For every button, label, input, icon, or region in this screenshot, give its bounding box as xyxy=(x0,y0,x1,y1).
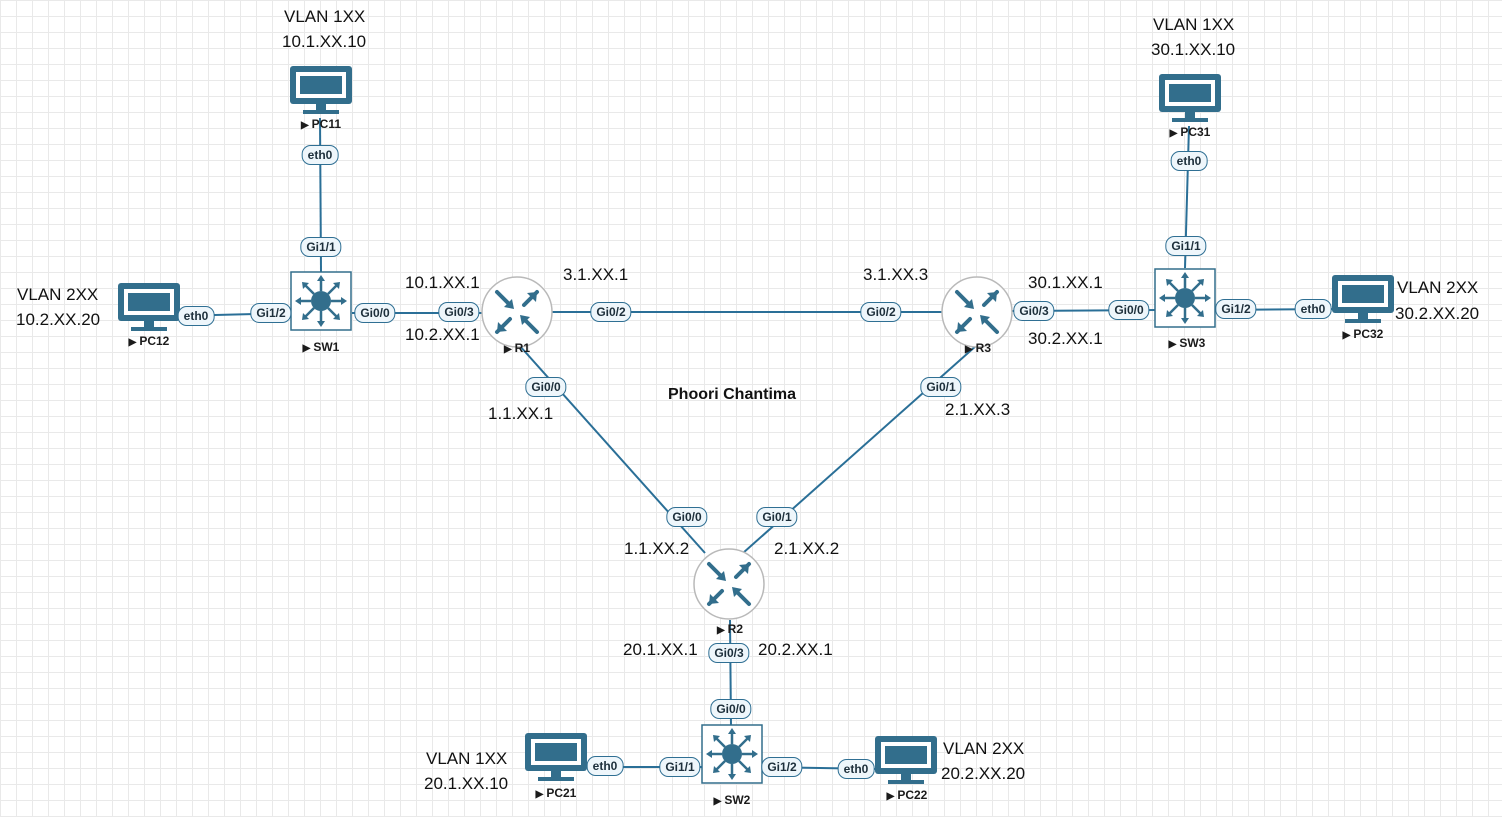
pc12-monitor-icon[interactable] xyxy=(118,283,180,331)
iface-pc22-eth0[interactable]: eth0 xyxy=(837,759,875,779)
switch-sw2[interactable] xyxy=(701,724,763,784)
r2-r3-ip: 2.1.XX.2 xyxy=(774,539,840,558)
r3-sub2-ip: 30.2.XX.1 xyxy=(1028,329,1103,348)
device-name-pc21: PC21 xyxy=(546,786,577,800)
device-name-r3: R3 xyxy=(975,341,992,355)
device-name-r2: R2 xyxy=(727,622,744,636)
iface-pc31-eth0[interactable]: eth0 xyxy=(1170,151,1208,171)
device-label-pc31: ▶PC31 xyxy=(1169,125,1211,139)
device-label-r3: ▶R3 xyxy=(964,341,992,355)
iface-sw2-gi11[interactable]: Gi1/1 xyxy=(659,757,701,777)
pc12-ip-label: 10.2.XX.20 xyxy=(16,310,101,329)
device-label-pc21: ▶PC21 xyxy=(535,786,577,800)
iface-r2-gi00[interactable]: Gi0/0 xyxy=(666,507,708,527)
iface-sw3-gi00[interactable]: Gi0/0 xyxy=(1108,300,1150,320)
device-label-r2: ▶R2 xyxy=(716,622,744,636)
pc21-ip-label: 20.1.XX.10 xyxy=(424,774,509,793)
pc32-ip-label: 30.2.XX.20 xyxy=(1395,304,1480,323)
iface-r2-gi03[interactable]: Gi0/3 xyxy=(708,643,750,663)
iface-sw1-gi00[interactable]: Gi0/0 xyxy=(354,303,396,323)
device-label-pc12: ▶PC12 xyxy=(128,334,170,348)
iface-r3-gi02[interactable]: Gi0/2 xyxy=(860,302,902,322)
device-name-pc22: PC22 xyxy=(897,788,928,802)
switch-sw1[interactable] xyxy=(290,271,352,331)
pc22-monitor-icon[interactable] xyxy=(875,736,937,784)
iface-pc32-eth0[interactable]: eth0 xyxy=(1294,299,1332,319)
r3-sub1-ip: 30.1.XX.1 xyxy=(1028,273,1103,292)
device-label-pc32: ▶PC32 xyxy=(1342,327,1384,341)
iface-pc21-eth0[interactable]: eth0 xyxy=(586,756,624,776)
device-label-pc22: ▶PC22 xyxy=(886,788,928,802)
r1-r2-ip: 1.1.XX.1 xyxy=(488,404,554,423)
pc31-vlan-label: VLAN 1XX xyxy=(1153,15,1235,34)
r3-r1-ip: 3.1.XX.3 xyxy=(863,265,929,284)
device-name-sw3: SW3 xyxy=(1179,336,1206,350)
diagram-title: Phoori Chantima xyxy=(668,386,797,403)
r2-r1-ip: 1.1.XX.2 xyxy=(624,539,690,558)
iface-sw1-gi12[interactable]: Gi1/2 xyxy=(250,303,292,323)
iface-sw3-gi11[interactable]: Gi1/1 xyxy=(1165,236,1207,256)
r1-sub2-ip: 10.2.XX.1 xyxy=(405,325,480,344)
pc12-vlan-label: VLAN 2XX xyxy=(17,285,99,304)
pc31-ip-label: 30.1.XX.10 xyxy=(1151,40,1236,59)
iface-sw1-gi11[interactable]: Gi1/1 xyxy=(300,237,342,257)
pc22-vlan-label: VLAN 2XX xyxy=(943,739,1025,758)
device-label-r1: ▶R1 xyxy=(503,341,531,355)
iface-pc11-eth0[interactable]: eth0 xyxy=(301,145,339,165)
switch-sw3[interactable] xyxy=(1154,268,1216,328)
iface-pc12-eth0[interactable]: eth0 xyxy=(177,306,215,326)
pc11-vlan-label: VLAN 1XX xyxy=(284,7,366,26)
r2-sub2-ip: 20.2.XX.1 xyxy=(758,640,833,659)
r1-sub1-ip: 10.1.XX.1 xyxy=(405,273,480,292)
device-label-pc11: ▶PC11 xyxy=(300,117,342,131)
device-name-pc12: PC12 xyxy=(139,334,170,348)
router-r2[interactable] xyxy=(693,548,765,620)
iface-sw2-gi12[interactable]: Gi1/2 xyxy=(761,757,803,777)
router-r1[interactable] xyxy=(481,276,553,348)
iface-r1-gi02[interactable]: Gi0/2 xyxy=(590,302,632,322)
pc22-ip-label: 20.2.XX.20 xyxy=(941,764,1026,783)
r3-r2-ip: 2.1.XX.3 xyxy=(945,400,1011,419)
iface-r1-gi03[interactable]: Gi0/3 xyxy=(438,302,480,322)
pc32-monitor-icon[interactable] xyxy=(1332,275,1394,323)
device-label-sw3: ▶SW3 xyxy=(1168,336,1206,350)
pc21-vlan-label: VLAN 1XX xyxy=(426,749,508,768)
device-name-pc32: PC32 xyxy=(1353,327,1384,341)
iface-sw3-gi12[interactable]: Gi1/2 xyxy=(1215,299,1257,319)
iface-sw2-gi00[interactable]: Gi0/0 xyxy=(710,699,752,719)
iface-r3-gi03[interactable]: Gi0/3 xyxy=(1013,301,1055,321)
r1-r3-ip: 3.1.XX.1 xyxy=(563,265,629,284)
device-name-r1: R1 xyxy=(514,341,531,355)
device-label-sw1: ▶SW1 xyxy=(302,340,340,354)
router-r3[interactable] xyxy=(941,276,1013,348)
r2-sub1-ip: 20.1.XX.1 xyxy=(623,640,698,659)
iface-r2-gi01[interactable]: Gi0/1 xyxy=(756,507,798,527)
pc31-monitor-icon[interactable] xyxy=(1159,74,1221,122)
pc21-monitor-icon[interactable] xyxy=(525,733,587,781)
pc11-monitor-icon[interactable] xyxy=(290,66,352,114)
pc11-ip-label: 10.1.XX.10 xyxy=(282,32,367,51)
device-name-pc31: PC31 xyxy=(1180,125,1211,139)
device-name-pc11: PC11 xyxy=(311,117,342,131)
iface-r1-gi00[interactable]: Gi0/0 xyxy=(525,377,567,397)
device-name-sw1: SW1 xyxy=(313,340,340,354)
iface-r3-gi01[interactable]: Gi0/1 xyxy=(920,377,962,397)
device-name-sw2: SW2 xyxy=(724,793,751,807)
pc32-vlan-label: VLAN 2XX xyxy=(1397,278,1479,297)
device-label-sw2: ▶SW2 xyxy=(713,793,751,807)
